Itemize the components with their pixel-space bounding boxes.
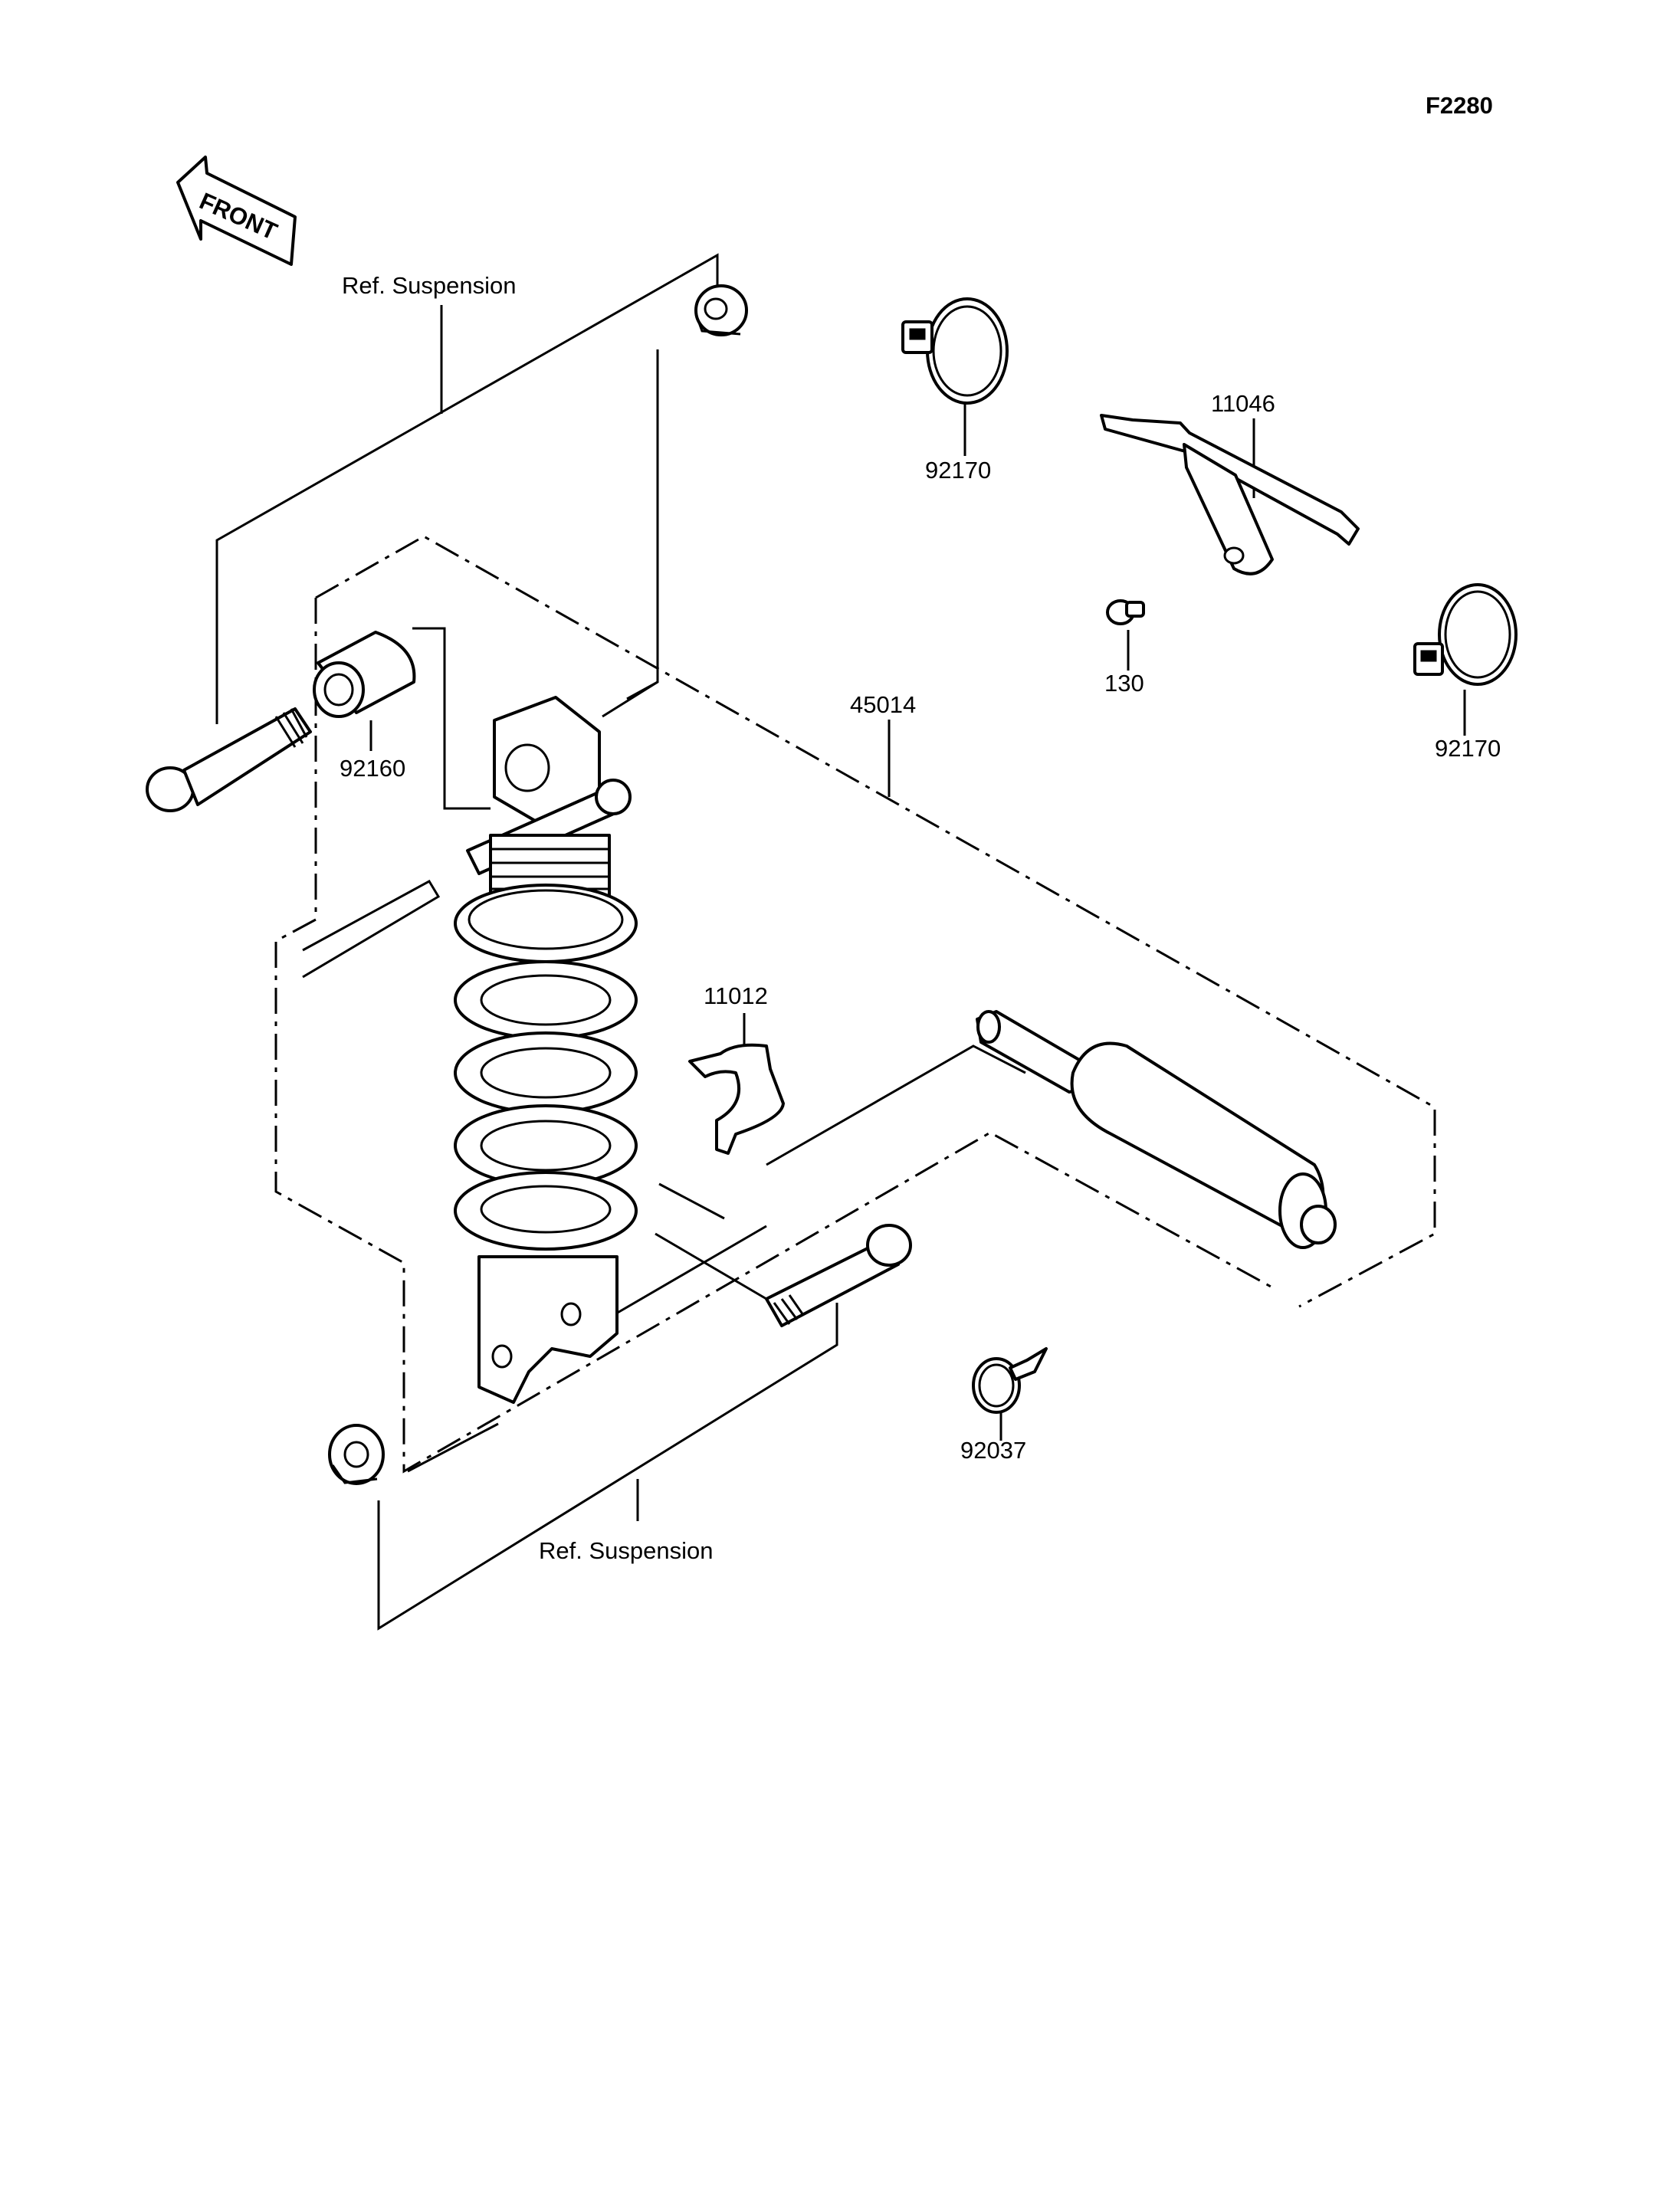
bolt-small-icon [1106, 599, 1145, 625]
nut-top-icon [694, 284, 748, 336]
part-number-clamp-top: 92170 [925, 457, 991, 484]
reservoir-icon [976, 1010, 1337, 1249]
part-number-shock-assembly: 45014 [850, 691, 916, 718]
bolt-upper-icon [146, 707, 312, 812]
band-icon [972, 1347, 1048, 1414]
holder-icon [688, 1043, 785, 1155]
bracket-icon [1100, 414, 1360, 575]
part-number-clamp-right: 92170 [1435, 735, 1501, 762]
front-arrow-icon: FRONT [176, 156, 297, 266]
figure-code: F2280 [1426, 92, 1493, 119]
part-number-bracket: 11046 [1211, 390, 1275, 417]
nut-bottom-icon [328, 1424, 385, 1485]
part-number-holder: 11012 [704, 982, 768, 1009]
bolt-lower-icon [765, 1224, 912, 1327]
part-number-band: 92037 [960, 1437, 1026, 1464]
clamp-top-icon [901, 297, 1009, 405]
ref-suspension-bottom-label: Ref. Suspension [539, 1537, 713, 1564]
clamp-right-icon [1413, 583, 1518, 686]
part-number-collar: 92160 [340, 755, 405, 782]
shock-absorber-icon [454, 696, 638, 1404]
leader-lines [215, 253, 1466, 1631]
part-number-bolt-small: 130 [1104, 670, 1144, 697]
ref-suspension-top-label: Ref. Suspension [342, 272, 516, 299]
collar-icon [313, 631, 416, 718]
shock-assembly-outline [274, 535, 1436, 1474]
